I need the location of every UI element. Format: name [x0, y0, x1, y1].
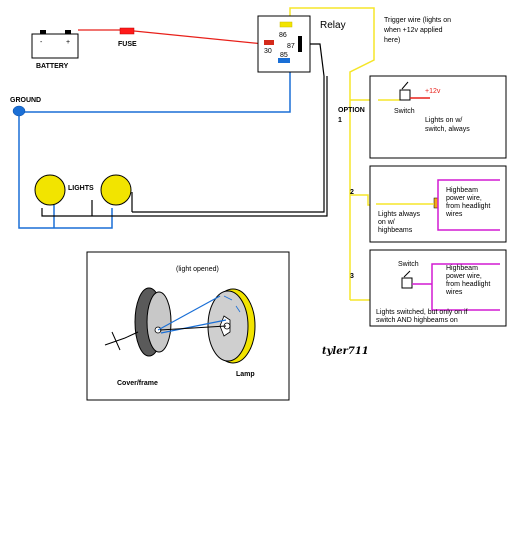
fuse — [119, 27, 135, 35]
cover-frame-label: Cover/frame — [117, 380, 158, 387]
box2-left-text-3: highbeams — [378, 227, 413, 234]
option-2-label: 2 — [350, 189, 354, 196]
ground-wire — [20, 65, 291, 113]
box2-left-text-1: Lights always — [378, 211, 421, 218]
option-2-box: Lights always on w/ highbeams Highbeam p… — [369, 165, 507, 243]
battery-minus-label: - — [40, 39, 43, 46]
box3-highbeam-2: power wire, — [446, 273, 482, 280]
box1-text-1: Lights on w/ — [425, 117, 462, 124]
light-opened-label: (light opened) — [176, 266, 219, 273]
box2-highbeam-4: wires — [445, 211, 463, 218]
box3-text-1: Lights switched, but only on if — [376, 309, 467, 316]
box3-highbeam-4: wires — [445, 289, 463, 296]
relay: 86 30 87 85 — [257, 15, 311, 73]
trigger-wire — [289, 7, 375, 300]
battery: - + — [31, 30, 79, 59]
ground-wire-down — [18, 116, 113, 229]
signature: tyler711 — [322, 346, 369, 357]
box3-text-2: switch AND highbeams on — [376, 317, 458, 324]
option-1-box: +12v Switch Lights on w/ switch, always — [369, 75, 507, 159]
trigger-label-2: when +12v applied — [383, 27, 443, 34]
switch-1-label: Switch — [394, 108, 415, 115]
lights-label: LIGHTS — [68, 185, 94, 192]
right-light — [100, 174, 132, 206]
relay-pin-30: 30 — [264, 48, 272, 55]
light-opened-box: (light opened) Cover/frame Lamp — [86, 251, 290, 401]
relay-pin-87: 87 — [287, 43, 295, 50]
box2-left-text-2: on w/ — [378, 219, 395, 226]
box2-highbeam-3: from headlight — [446, 203, 490, 210]
lights-power-wire-2 — [41, 76, 328, 217]
option-3-label: 3 — [350, 273, 354, 280]
ground-label: GROUND — [10, 97, 41, 104]
battery-label: BATTERY — [36, 63, 69, 70]
plus12v-label: +12v — [425, 88, 441, 95]
ground-terminal — [12, 105, 26, 117]
lamp-label: Lamp — [236, 371, 255, 378]
box3-highbeam-1: Highbeam — [446, 265, 478, 272]
box1-text-2: switch, always — [425, 126, 470, 133]
option-1-label: 1 — [338, 117, 342, 124]
battery-plus-label: + — [66, 39, 70, 46]
box3-highbeam-3: from headlight — [446, 281, 490, 288]
trigger-label-1: Trigger wire (lights on — [384, 17, 451, 24]
trigger-label-3: here) — [384, 37, 400, 44]
switch-3-label: Switch — [398, 261, 419, 268]
fuse-label: FUSE — [118, 41, 137, 48]
option-label: OPTION — [338, 107, 365, 114]
relay-label: Relay — [320, 20, 346, 31]
relay-pin-85: 85 — [280, 52, 288, 59]
box2-highbeam-1: Highbeam — [446, 187, 478, 194]
fuse-to-relay-wire — [133, 30, 265, 45]
box2-highbeam-2: power wire, — [446, 195, 482, 202]
relay-pin-86: 86 — [279, 32, 287, 39]
lights-power-wire — [132, 43, 325, 213]
left-light — [34, 174, 66, 206]
option-3-box: Switch Highbeam power wire, from headlig… — [369, 249, 507, 327]
